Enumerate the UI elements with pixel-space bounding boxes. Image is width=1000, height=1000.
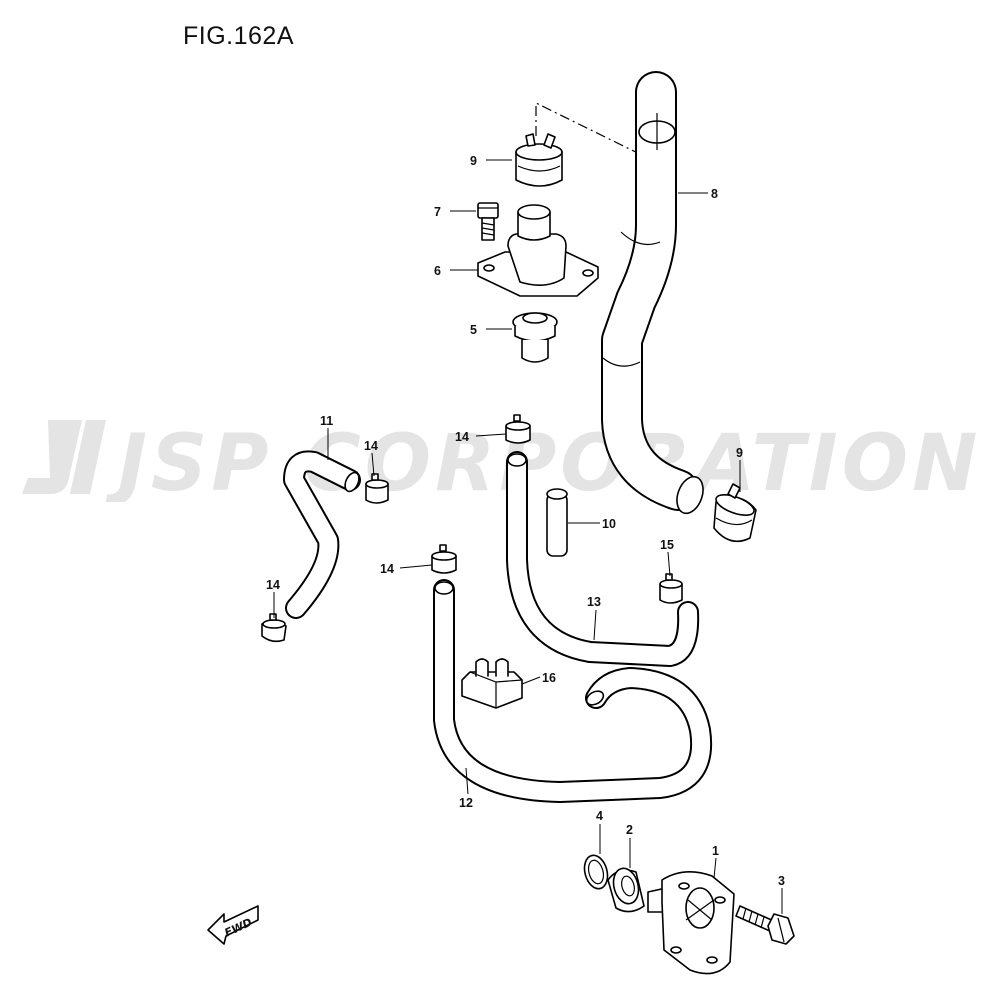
callout-14-b: 14 xyxy=(266,578,280,592)
part-11-s-hose[interactable] xyxy=(283,450,362,619)
callout-3: 3 xyxy=(778,874,785,888)
callout-4: 4 xyxy=(596,809,603,823)
callout-labels: 9 7 6 5 8 9 10 11 14 14 14 14 15 13 16 1… xyxy=(266,154,785,888)
callout-13: 13 xyxy=(587,595,601,609)
callout-5: 5 xyxy=(470,323,477,337)
part-4-o-ring[interactable] xyxy=(581,853,611,892)
part-1-pump-housing[interactable] xyxy=(647,871,735,975)
part-16-hose-holder[interactable] xyxy=(461,658,523,709)
callout-6: 6 xyxy=(434,264,441,278)
part-6-thermostat-cover[interactable] xyxy=(477,204,599,297)
part-12-loop-hose[interactable] xyxy=(433,579,713,803)
alignment-dash-line xyxy=(535,102,659,164)
callout-14-c: 14 xyxy=(455,430,469,444)
callout-8: 8 xyxy=(711,187,718,201)
callout-14-d: 14 xyxy=(380,562,394,576)
callout-9-top: 9 xyxy=(470,154,477,168)
part-5-thermostat[interactable] xyxy=(512,312,558,363)
part-8-radiator-hose[interactable] xyxy=(601,71,708,517)
callout-2: 2 xyxy=(626,823,633,837)
callout-10: 10 xyxy=(602,517,616,531)
part-9-hose-clamp-right[interactable] xyxy=(713,483,757,543)
part-7-bolt[interactable] xyxy=(477,202,499,241)
part-14-small-clamp-b[interactable] xyxy=(261,613,287,643)
callout-11: 11 xyxy=(320,414,333,428)
callout-12: 12 xyxy=(459,796,473,810)
part-10-short-tube[interactable] xyxy=(546,488,568,557)
fwd-direction-marker: FWD xyxy=(207,905,259,945)
part-2-seal[interactable] xyxy=(607,866,645,913)
callout-7: 7 xyxy=(434,205,441,219)
callout-14-a: 14 xyxy=(364,439,378,453)
leader-lines xyxy=(273,159,783,914)
part-13-curved-hose[interactable] xyxy=(506,451,700,667)
part-15-clamp[interactable] xyxy=(659,573,683,604)
part-14-small-clamp-d[interactable] xyxy=(431,544,457,574)
callout-15: 15 xyxy=(660,538,674,552)
callout-1: 1 xyxy=(712,844,719,858)
callout-16: 16 xyxy=(542,671,556,685)
part-9-hose-clamp-top[interactable] xyxy=(515,133,563,187)
watermark-text: JSP CORPORATION xyxy=(105,419,980,502)
watermark: JSP CORPORATION xyxy=(22,419,980,502)
watermark-logo-icon xyxy=(22,420,106,494)
figure-title: FIG.162A xyxy=(183,22,294,50)
callout-9-right: 9 xyxy=(736,446,743,460)
part-14-small-clamp-a[interactable] xyxy=(365,473,389,504)
part-14-small-clamp-c[interactable] xyxy=(505,414,531,444)
part-3-bolt[interactable] xyxy=(735,905,795,945)
